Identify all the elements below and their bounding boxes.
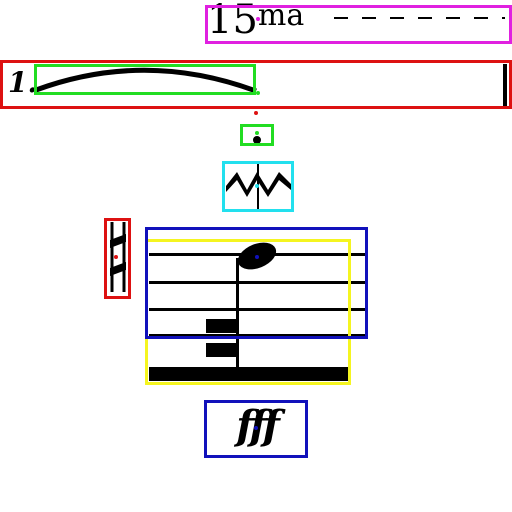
annotation-box-ottava [205, 5, 512, 44]
barline [503, 64, 507, 106]
annotation-box-natural [104, 218, 131, 299]
annotation-box-staccato [240, 124, 274, 146]
annotation-center-ottava [256, 17, 260, 21]
annotation-center-staff-note [255, 255, 259, 259]
annotation-box-mordent [222, 161, 294, 212]
annotation-center-natural [114, 255, 118, 259]
note-stem [236, 258, 239, 368]
annotation-box-slur [34, 64, 256, 95]
rest-block-lower [206, 343, 238, 357]
fingering-text: 1. [8, 66, 38, 99]
annotation-box-dynamic [204, 400, 308, 458]
annotation-box-staff-note [145, 227, 368, 339]
annotation-box-staff-row [0, 60, 512, 109]
annotation-center-dynamic [254, 426, 258, 430]
beam [149, 367, 348, 381]
annotation-center-mordent [255, 184, 259, 188]
rest-block-upper [206, 319, 238, 333]
slur [35, 67, 257, 94]
staccato-dot [253, 136, 261, 144]
annotation-center-slur [256, 91, 260, 95]
dynamic-marking: fff [236, 402, 280, 449]
annotation-center-staff-row [254, 111, 258, 115]
natural-sign [110, 222, 126, 292]
annotation-center-staccato [255, 131, 259, 135]
